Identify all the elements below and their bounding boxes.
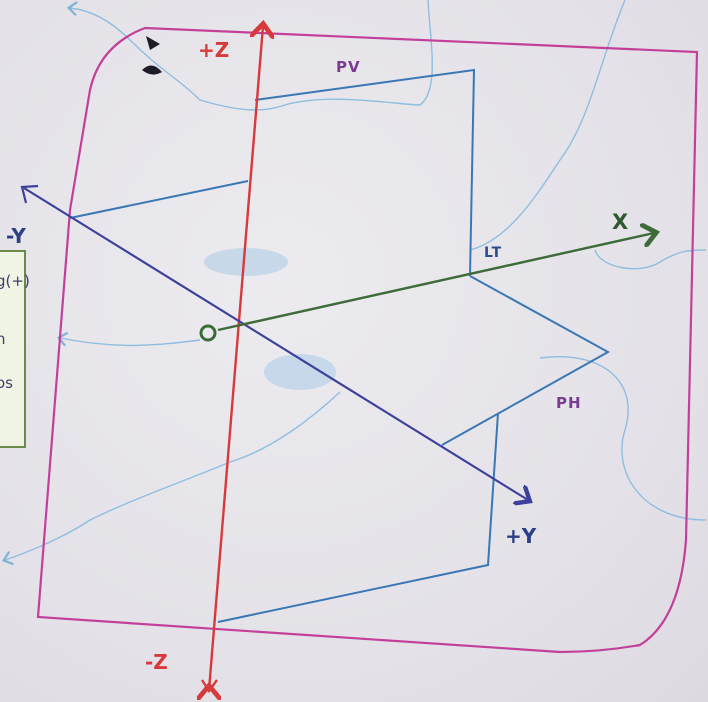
x-axis-label: X xyxy=(612,210,629,234)
y-axis xyxy=(23,187,528,500)
y-negative-label: -Y xyxy=(6,224,26,248)
z-negative-label: -Z xyxy=(145,650,168,674)
annotation-curves xyxy=(5,0,707,560)
side-note-card: g(+) n os xyxy=(0,250,30,448)
side-note-line-1: g(+) xyxy=(0,272,30,290)
frame-border xyxy=(36,26,699,654)
observer-eye-icon xyxy=(142,36,162,75)
side-note-line-3: os xyxy=(0,374,13,392)
y-positive-label: +Y xyxy=(505,524,537,548)
z-positive-label: +Z xyxy=(198,38,230,62)
z-axis xyxy=(207,26,263,691)
x-axis xyxy=(217,233,654,332)
z-neg-arrowhead xyxy=(200,679,218,694)
side-note-line-2: n xyxy=(0,330,6,348)
eraser-smudges xyxy=(204,248,336,390)
origin-point xyxy=(199,324,217,342)
projection-planes xyxy=(69,68,611,623)
ground-line-label: LT xyxy=(484,245,503,261)
y-neg-arrowhead xyxy=(20,184,39,204)
horizontal-plane-label: PH xyxy=(556,394,582,412)
vertical-plane-label: PV xyxy=(336,58,361,76)
